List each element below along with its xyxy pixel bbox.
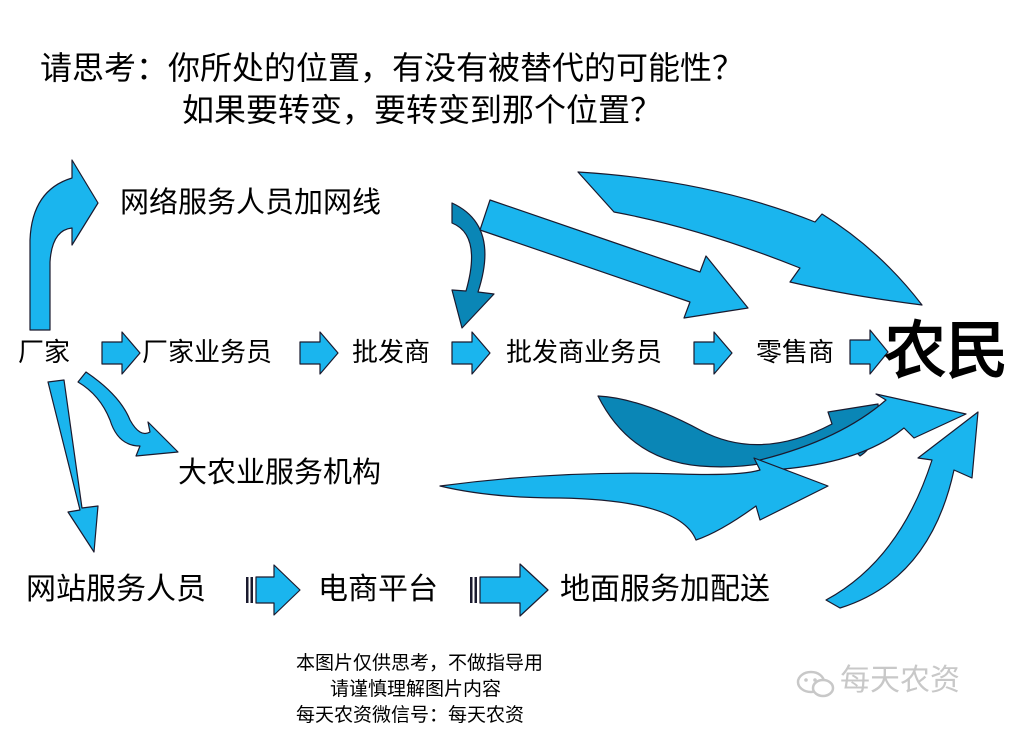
arrow-wholesaler-rep-to-retailer (693, 331, 733, 375)
arrow-manufacturer-to-rep (101, 331, 141, 375)
arrow-delivery-to-farmer (825, 411, 979, 609)
footer-note-2: 请谨慎理解图片内容 (330, 678, 502, 700)
watermark-text: 每天农资 (840, 663, 960, 698)
arrow-manufacturer-to-network (29, 159, 99, 331)
arrow-top-sweep-to-farmer (577, 171, 923, 306)
node-manufacturer-rep: 厂家业务员 (142, 338, 273, 368)
node-agri-service: 大农业服务机构 (178, 455, 382, 489)
arrow-website-to-ecommerce (246, 564, 301, 616)
arrow-retailer-to-farmer (849, 329, 889, 375)
question-line-2: 如果要转变，要转变到那个位置？ (182, 91, 663, 129)
node-network-staff: 网络服务人员加网线 (120, 185, 382, 219)
node-ecommerce: 电商平台 (318, 572, 438, 607)
arrow-wholesaler-to-wholesaler-rep (451, 331, 491, 375)
node-manufacturer: 厂家 (18, 338, 71, 368)
arrow-agri-service-to-farmer (439, 457, 829, 541)
arrow-rep-to-wholesaler (299, 331, 339, 375)
node-retailer: 零售商 (756, 338, 835, 368)
question-line-1: 请思考：你所处的位置，有没有被替代的可能性？ (40, 49, 745, 87)
arrow-manufacturer-to-website (47, 379, 99, 553)
arrow-manufacturer-to-agri-service (77, 371, 179, 457)
arrow-ecommerce-to-delivery (470, 563, 549, 617)
node-ground-delivery: 地面服务加配送 (560, 572, 770, 607)
footer-note-3: 每天农资微信号：每天农资 (296, 704, 525, 726)
footer-note-1: 本图片仅供思考，不做指导用 (296, 652, 544, 674)
arrow-network-to-wholesaler (451, 202, 495, 329)
node-wholesaler: 批发商 (352, 338, 431, 368)
arrow-bowl-upper-to-farmer (759, 393, 967, 471)
arrow-network-to-retailer (479, 199, 749, 319)
node-wholesaler-rep: 批发商业务员 (506, 338, 663, 368)
wechat-icon (796, 670, 835, 698)
node-website-staff: 网站服务人员 (26, 572, 206, 607)
node-farmer: 农民 (884, 314, 1009, 387)
